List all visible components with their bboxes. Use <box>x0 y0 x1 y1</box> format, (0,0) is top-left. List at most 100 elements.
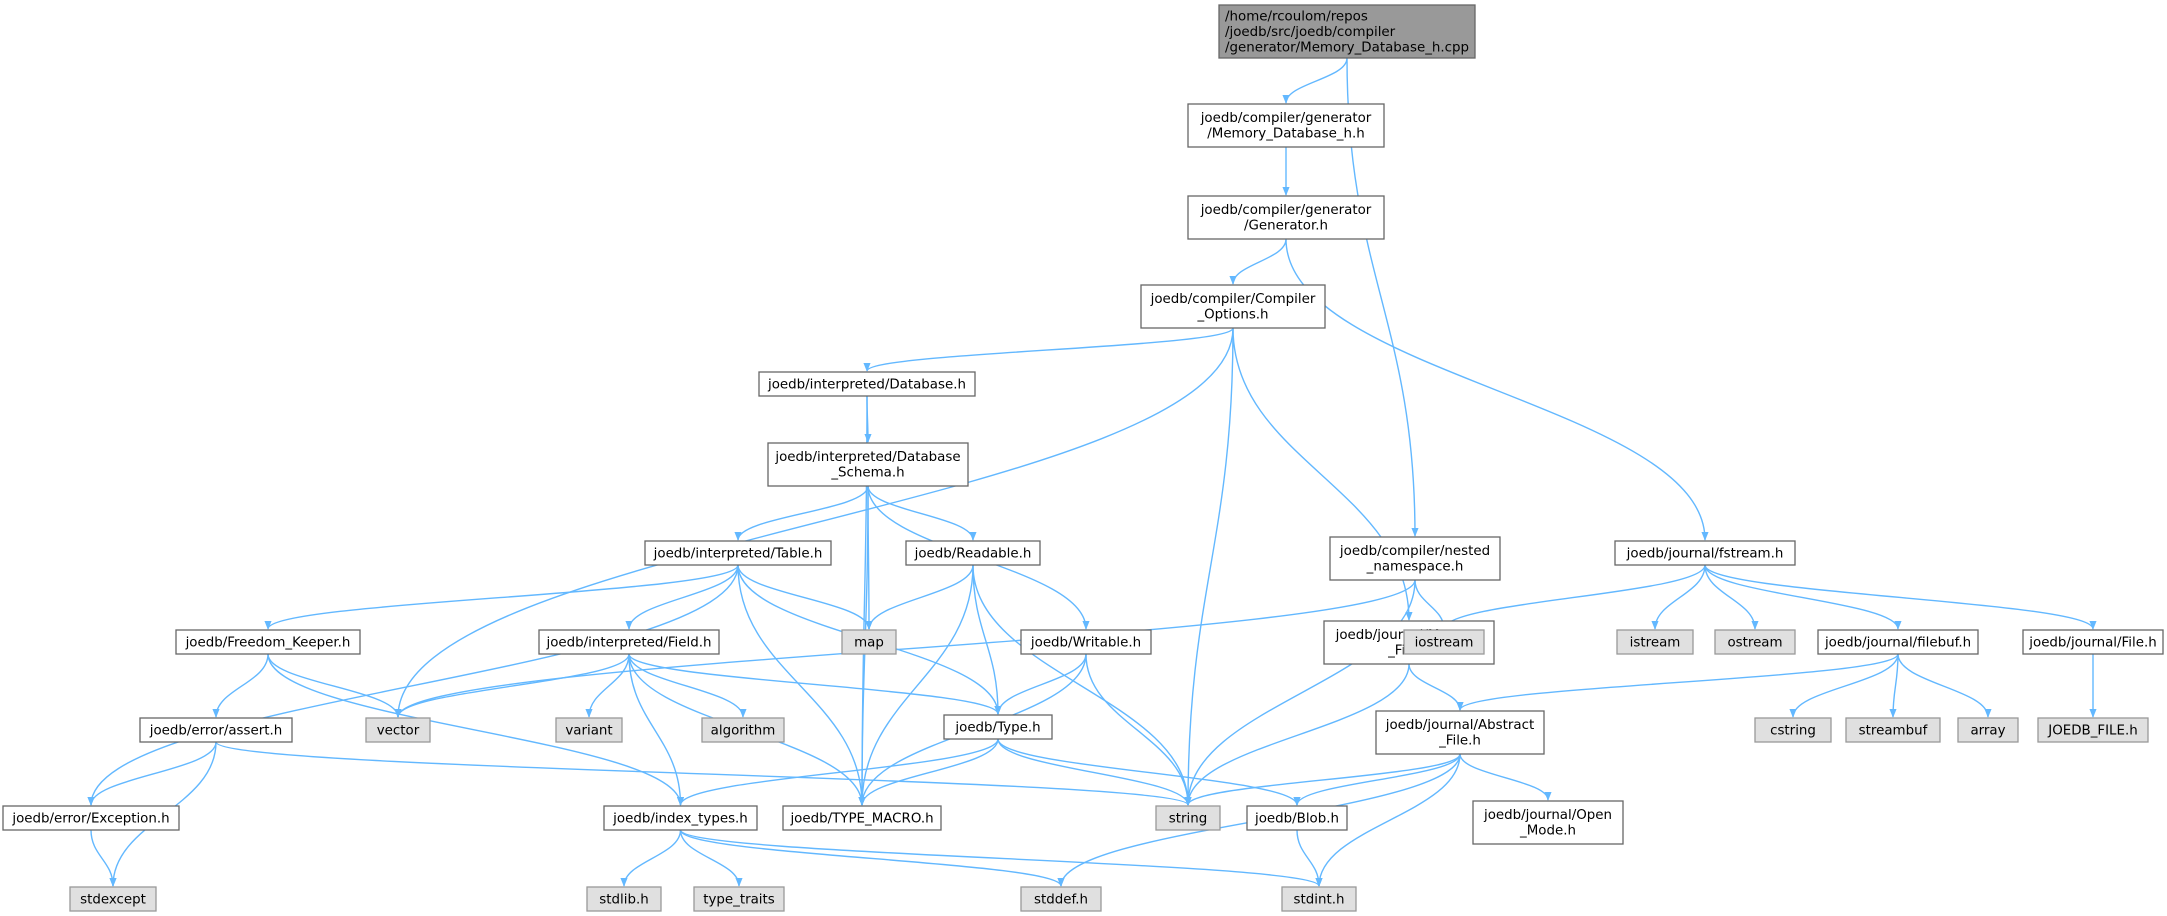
node-box <box>1020 629 1152 655</box>
edge-readable-h-to-sys-map <box>865 564 974 630</box>
node-box <box>1754 717 1832 743</box>
edge-writable-h-to-type-h <box>994 653 1087 715</box>
system-header-node-sys-map: map <box>841 629 897 655</box>
node-box <box>1218 4 1476 59</box>
node-label-line: _Options.h <box>1196 308 1268 323</box>
edge-interp-field-h-to-sys-vector <box>394 653 630 718</box>
edge-interp-table-h-to-error-exception-h <box>87 564 739 806</box>
node-label-line: ostream <box>1727 635 1782 650</box>
node-label-line: joedb/compiler/nested <box>1339 544 1490 559</box>
edge-type-h-to-sys-string <box>997 738 1192 806</box>
system-header-node-sys-vector: vector <box>365 717 431 743</box>
node-label-line: stdint.h <box>1294 892 1345 907</box>
edge-type-h-to-blob-h <box>997 738 1301 806</box>
file-node-fstream-h[interactable]: joedb/journal/fstream.h <box>1614 540 1796 566</box>
node-box <box>1187 195 1385 240</box>
edge-index-types-h-to-sys-stddef <box>679 829 1065 887</box>
node-label-line: stddef.h <box>1034 892 1088 907</box>
system-header-node-sys-type-traits: type_traits <box>693 886 785 912</box>
file-node-interp-field-h[interactable]: joedb/interpreted/Field.h <box>538 629 720 655</box>
node-box <box>1140 284 1326 329</box>
node-label-line: joedb/Freedom_Keeper.h <box>185 635 351 650</box>
node-label-line: joedb/journal/File.h <box>2028 635 2156 650</box>
edge-abstract-file-h-to-blob-h <box>1293 753 1461 806</box>
edge-index-types-h-to-sys-stdlib <box>620 829 682 887</box>
file-node-error-exception-h[interactable]: joedb/error/Exception.h <box>2 805 180 831</box>
node-box <box>1714 629 1796 655</box>
system-header-node-sys-variant: variant <box>555 717 623 743</box>
node-box <box>1403 629 1485 655</box>
file-node-error-assert-h[interactable]: joedb/error/assert.h <box>139 717 293 743</box>
node-box <box>1281 886 1357 912</box>
edge-compiler-options-h-to-sys-vector <box>394 327 1234 718</box>
edge-fstream-h-to-sys-ostream <box>1704 564 1759 630</box>
edge-interp-schema-h-to-readable-h <box>867 485 977 541</box>
node-label-line: iostream <box>1415 635 1474 650</box>
file-node-readable-h[interactable]: joedb/Readable.h <box>905 540 1041 566</box>
file-node-freedom-keeper-h[interactable]: joedb/Freedom_Keeper.h <box>175 629 361 655</box>
file-node-index-types-h[interactable]: joedb/index_types.h <box>603 805 758 831</box>
node-label-line: JOEDB_FILE.h <box>2047 723 2137 738</box>
system-header-node-sys-joedb-file-h: JOEDB_FILE.h <box>2037 717 2149 743</box>
file-node-filebuf-h[interactable]: joedb/journal/filebuf.h <box>1817 629 1979 655</box>
node-label-line: joedb/journal/filebuf.h <box>1824 635 1971 650</box>
node-box <box>1155 805 1221 831</box>
node-label-line: joedb/interpreted/Table.h <box>653 546 823 561</box>
file-node-type-macro-h[interactable]: joedb/TYPE_MACRO.h <box>782 805 942 831</box>
node-box <box>1472 800 1624 845</box>
node-label-line: joedb/interpreted/Database <box>774 450 960 465</box>
node-box <box>758 371 976 397</box>
file-node-abstract-file-h[interactable]: joedb/journal/Abstract_File.h <box>1375 710 1545 755</box>
node-box <box>1614 540 1796 566</box>
edge-index-types-h-to-sys-stdint <box>679 829 1323 887</box>
system-header-node-sys-istream: istream <box>1616 629 1694 655</box>
node-label-line: joedb/journal/Abstract <box>1385 718 1534 733</box>
edge-compiler-options-h-to-interp-database-h <box>863 327 1234 372</box>
edge-abstract-file-h-to-open-mode-h <box>1459 753 1552 801</box>
system-header-node-sys-stdexcept: stdexcept <box>69 886 157 912</box>
system-header-node-sys-stdlib: stdlib.h <box>586 886 662 912</box>
edge-interp-table-h-to-sys-map <box>737 564 873 630</box>
file-node-type-h[interactable]: joedb/Type.h <box>943 714 1053 740</box>
node-label-line: _Schema.h <box>830 466 904 481</box>
node-label-line: joedb/error/assert.h <box>149 723 283 738</box>
file-node-interp-table-h[interactable]: joedb/interpreted/Table.h <box>644 540 832 566</box>
node-box <box>365 717 431 743</box>
node-box <box>1957 717 2019 743</box>
edge-abstract-file-h-to-sys-stdint <box>1315 753 1461 887</box>
file-node-generator-h[interactable]: joedb/compiler/generator/Generator.h <box>1187 195 1385 240</box>
node-label-line: vector <box>377 723 420 738</box>
system-header-node-sys-algorithm: algorithm <box>701 717 785 743</box>
node-box <box>139 717 293 743</box>
edge-readable-h-to-sys-string <box>972 564 1192 806</box>
file-node-file-h[interactable]: joedb/journal/File.h <box>2022 629 2164 655</box>
file-node-root[interactable]: /home/rcoulom/repos/joedb/src/joedb/comp… <box>1218 4 1476 59</box>
file-node-writable-h[interactable]: joedb/Writable.h <box>1020 629 1152 655</box>
file-node-mem-db-h[interactable]: joedb/compiler/generator/Memory_Database… <box>1187 103 1385 148</box>
edge-error-assert-h-to-error-exception-h <box>87 741 217 806</box>
node-label-line: joedb/TYPE_MACRO.h <box>789 811 933 826</box>
edge-fstream-h-to-filebuf-h <box>1704 564 1902 630</box>
node-label-line: streambuf <box>1859 723 1928 738</box>
node-box <box>69 886 157 912</box>
node-box <box>841 629 897 655</box>
node-box <box>1616 629 1694 655</box>
file-node-blob-h[interactable]: joedb/Blob.h <box>1246 805 1348 831</box>
node-label-line: _namespace.h <box>1366 560 1464 575</box>
file-node-interp-database-h[interactable]: joedb/interpreted/Database.h <box>758 371 976 397</box>
edge-generator-h-to-fstream-h <box>1285 238 1709 541</box>
file-node-compiler-options-h[interactable]: joedb/compiler/Compiler_Options.h <box>1140 284 1326 329</box>
node-label-line: _File.h <box>1438 734 1481 749</box>
edge-interp-field-h-to-type-h <box>628 653 1002 715</box>
file-node-interp-schema-h[interactable]: joedb/interpreted/Database_Schema.h <box>767 442 969 487</box>
node-label-line: joedb/Readable.h <box>914 546 1032 561</box>
dependency-edges <box>87 57 2097 887</box>
node-box <box>1845 717 1941 743</box>
edge-interp-field-h-to-sys-variant <box>585 653 630 718</box>
node-label-line: joedb/journal/Open <box>1483 808 1612 823</box>
edge-filebuf-h-to-sys-streambuf <box>1889 653 1899 718</box>
file-node-open-mode-h[interactable]: joedb/journal/Open_Mode.h <box>1472 800 1624 845</box>
file-node-nested-namespace-h[interactable]: joedb/compiler/nested_namespace.h <box>1329 536 1501 581</box>
edge-filebuf-h-to-sys-cstring <box>1789 653 1899 718</box>
